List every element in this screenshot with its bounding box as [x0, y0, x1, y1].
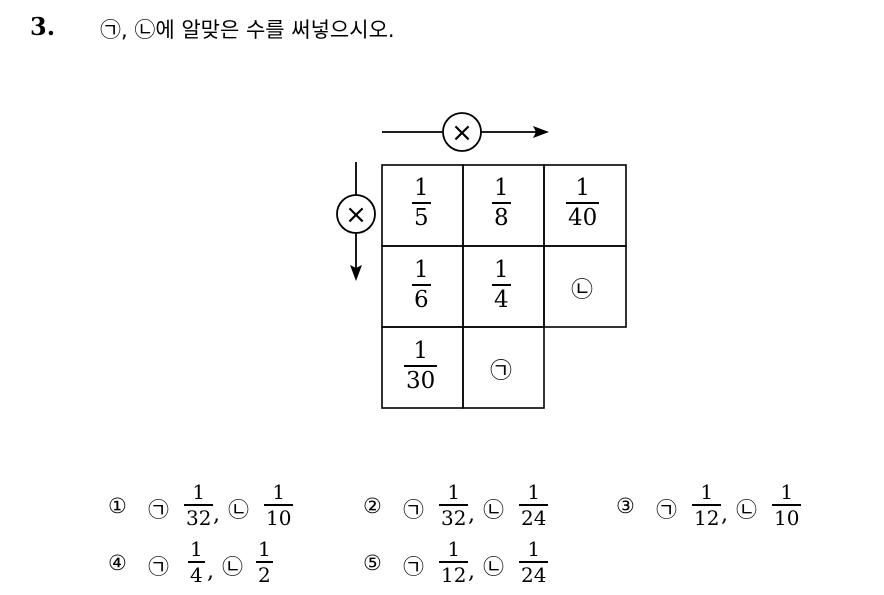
choice-symbol-b: ㉡	[483, 555, 504, 579]
vertical-multiply-sign: ×	[345, 200, 367, 230]
choice-symbol-a: ㉠	[403, 498, 424, 522]
cell-r3c2-symbol: ㉠	[490, 359, 513, 384]
table-grid	[381, 164, 627, 409]
choice-symbol-a: ㉠	[148, 555, 169, 579]
choice-symbol-a: ㉠	[148, 498, 169, 522]
horizontal-multiply-sign: ×	[451, 118, 473, 148]
choice-symbol-b: ㉡	[483, 498, 504, 522]
choice-separator: ,	[207, 559, 214, 584]
vertical-arrow	[336, 162, 376, 281]
question-number: 3.	[30, 12, 56, 41]
choice-label: ③	[616, 494, 635, 518]
right-arrowhead	[533, 126, 549, 138]
horizontal-arrow	[382, 112, 549, 152]
choice-symbol-a: ㉠	[403, 555, 424, 579]
down-arrowhead	[350, 265, 362, 281]
choice-symbol-b: ㉡	[228, 498, 249, 522]
question-text: ㉠, ㉡에 알맞은 수를 써넣으시오.	[100, 18, 395, 42]
choice-symbol-a: ㉠	[656, 498, 677, 522]
cell-r2c3-symbol: ㉡	[571, 278, 594, 303]
choice-separator: ,	[468, 559, 475, 584]
choice-separator: ,	[213, 502, 220, 527]
choice-separator: ,	[468, 502, 475, 527]
choice-label: ④	[108, 551, 127, 575]
choice-label: ①	[108, 494, 127, 518]
choice-label: ⑤	[363, 551, 382, 575]
choice-label: ②	[363, 494, 382, 518]
choice-symbol-b: ㉡	[222, 555, 243, 579]
choice-separator: ,	[721, 502, 728, 527]
choice-symbol-b: ㉡	[736, 498, 757, 522]
